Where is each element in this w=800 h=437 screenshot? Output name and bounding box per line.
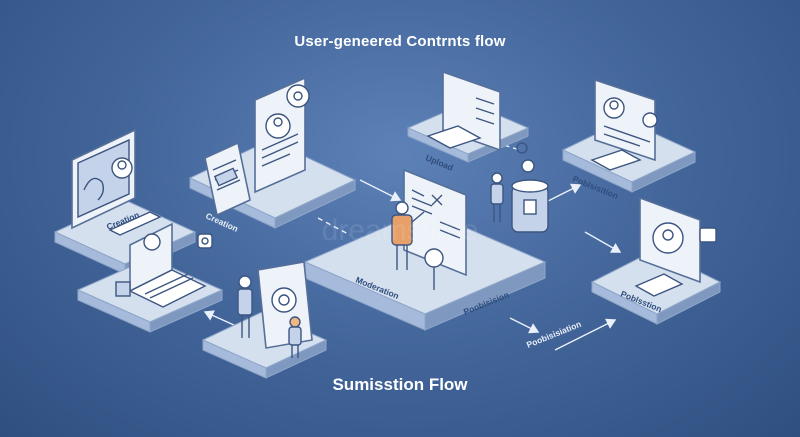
uploader-person [491,172,503,184]
keyboard-icon [426,125,482,149]
platform-publication-right [590,196,722,325]
message-icon [699,227,717,243]
upload-cloud-icon [521,159,535,173]
user-icon [143,233,161,251]
avatar-icon [603,97,625,119]
platform-upload [406,70,530,276]
watermark: dreamstime [322,214,479,247]
arrow-creation-to-moderation [359,179,402,202]
arrow-to-publication-bottom [554,318,617,351]
keyboard-icon [590,149,642,171]
platform-submission [201,261,328,379]
submission-badge-icon [271,287,297,313]
submitter-person [238,275,252,289]
diagram-title: User-geneered Contrnts flow [294,33,506,50]
platform-laptop [76,222,224,333]
platform-publication-top [561,78,697,193]
dashed-link-creation [317,217,351,236]
label-creation-mid: Creation [204,211,240,234]
keyboard-icon [634,273,684,297]
camera-icon [197,233,213,249]
chat-icon [642,112,658,128]
label-publication-bottom: Poobisisiation [525,319,583,350]
gear-icon [286,84,310,108]
profile-target-icon [652,222,684,254]
arrow-from-moderation [509,317,540,334]
label-upload: Upload [424,153,454,173]
keyboard-icon [128,269,207,308]
moderator-person [395,201,409,215]
platform-moderation [303,159,549,331]
platform-creation-desktop [53,128,197,275]
arrow-to-publication-right [584,231,622,253]
child-person [289,316,301,328]
avatar-icon [111,157,133,179]
magnifier-icon [424,248,444,268]
diagram-subtitle: Sumisstion Flow [332,375,468,394]
platform-creation-tablet [188,76,357,229]
